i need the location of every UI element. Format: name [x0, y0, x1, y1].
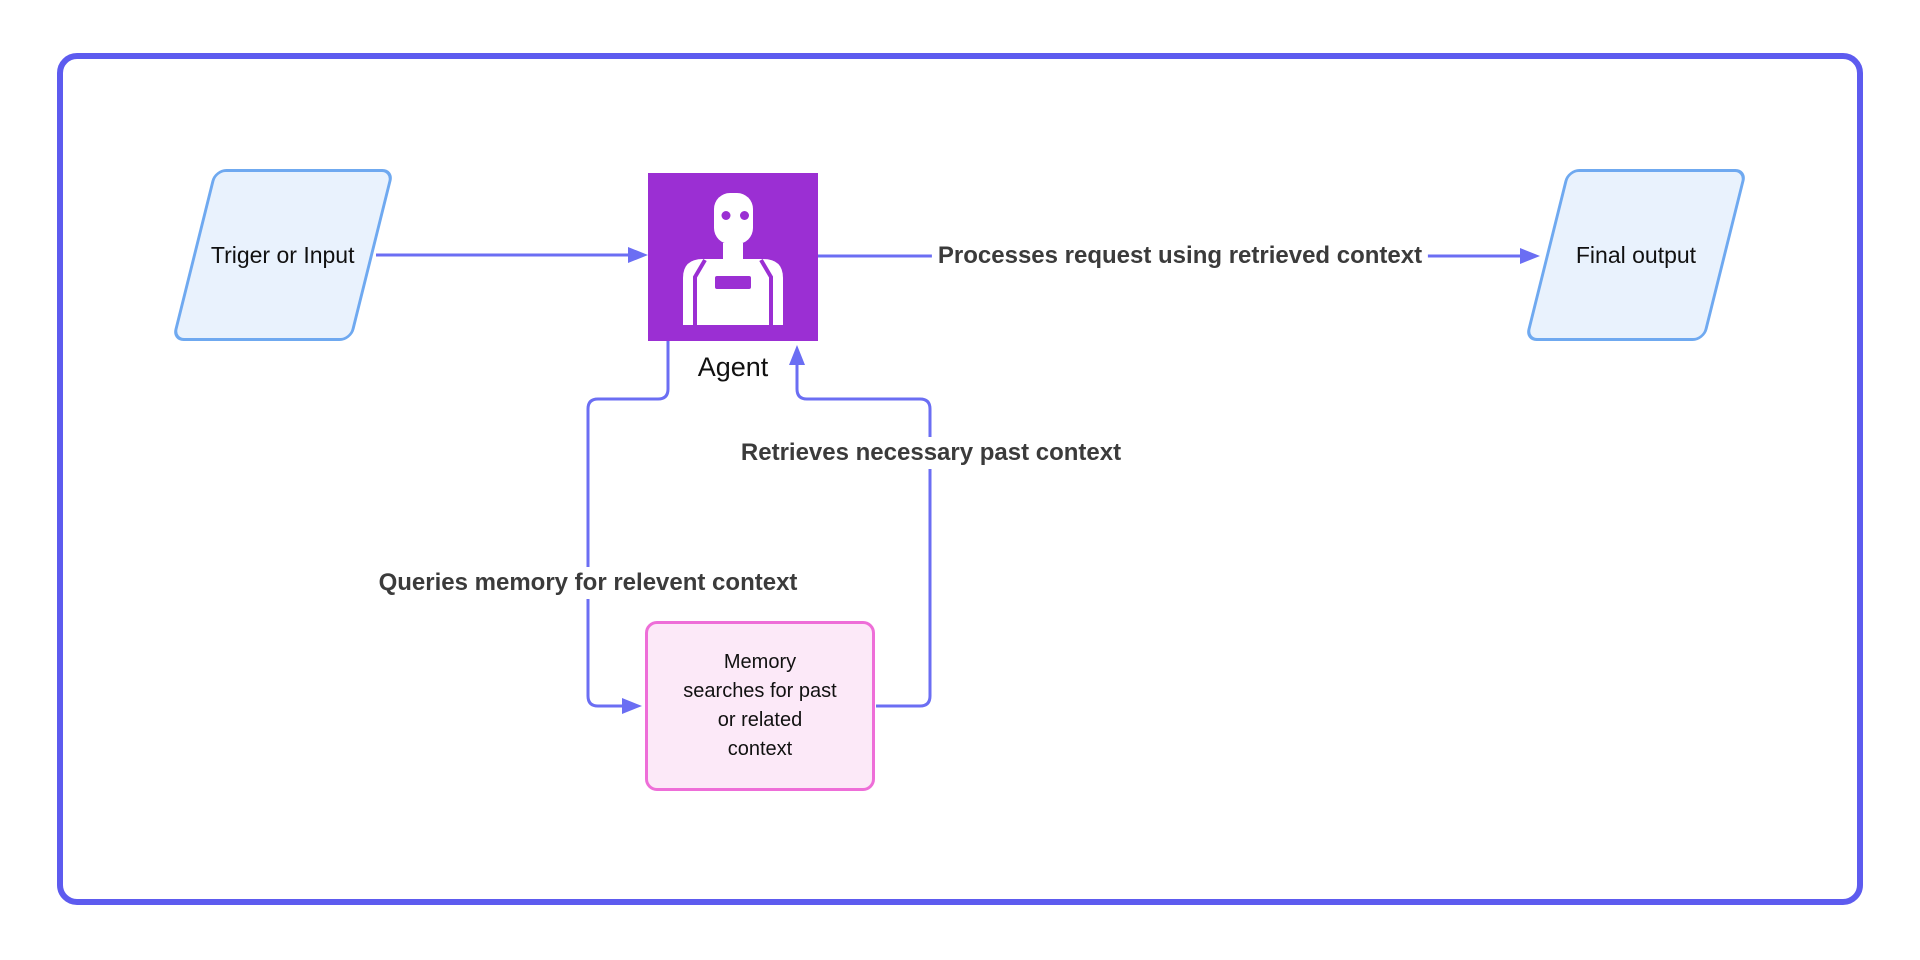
- edge-memory-to-agent: [789, 345, 932, 708]
- arrowhead-right-icon: [628, 247, 648, 263]
- arrowhead-right-icon: [622, 698, 642, 714]
- edge-label-retrieves: Retrieves necessary past context: [734, 437, 1128, 469]
- edge-agent-to-memory: [586, 341, 670, 714]
- memory-label: Memory searches for past or related cont…: [683, 651, 837, 760]
- agent-label: Agent: [697, 352, 769, 382]
- edge-label-queries: Queries memory for relevent context: [372, 567, 804, 599]
- arrowhead-right-icon: [1520, 248, 1540, 264]
- robot-icon: [648, 173, 818, 341]
- edge-trigger-to-agent: [376, 247, 648, 263]
- diagram-frame-border: [57, 53, 1863, 905]
- node-memory: Memory searches for past or related cont…: [645, 621, 875, 791]
- edge-label-processes: Processes request using retrieved contex…: [931, 240, 1429, 272]
- arrowhead-up-icon: [789, 345, 805, 365]
- node-agent: [648, 173, 818, 341]
- trigger-input-label: Triger or Input: [211, 241, 355, 268]
- final-output-label: Final output: [1575, 241, 1697, 268]
